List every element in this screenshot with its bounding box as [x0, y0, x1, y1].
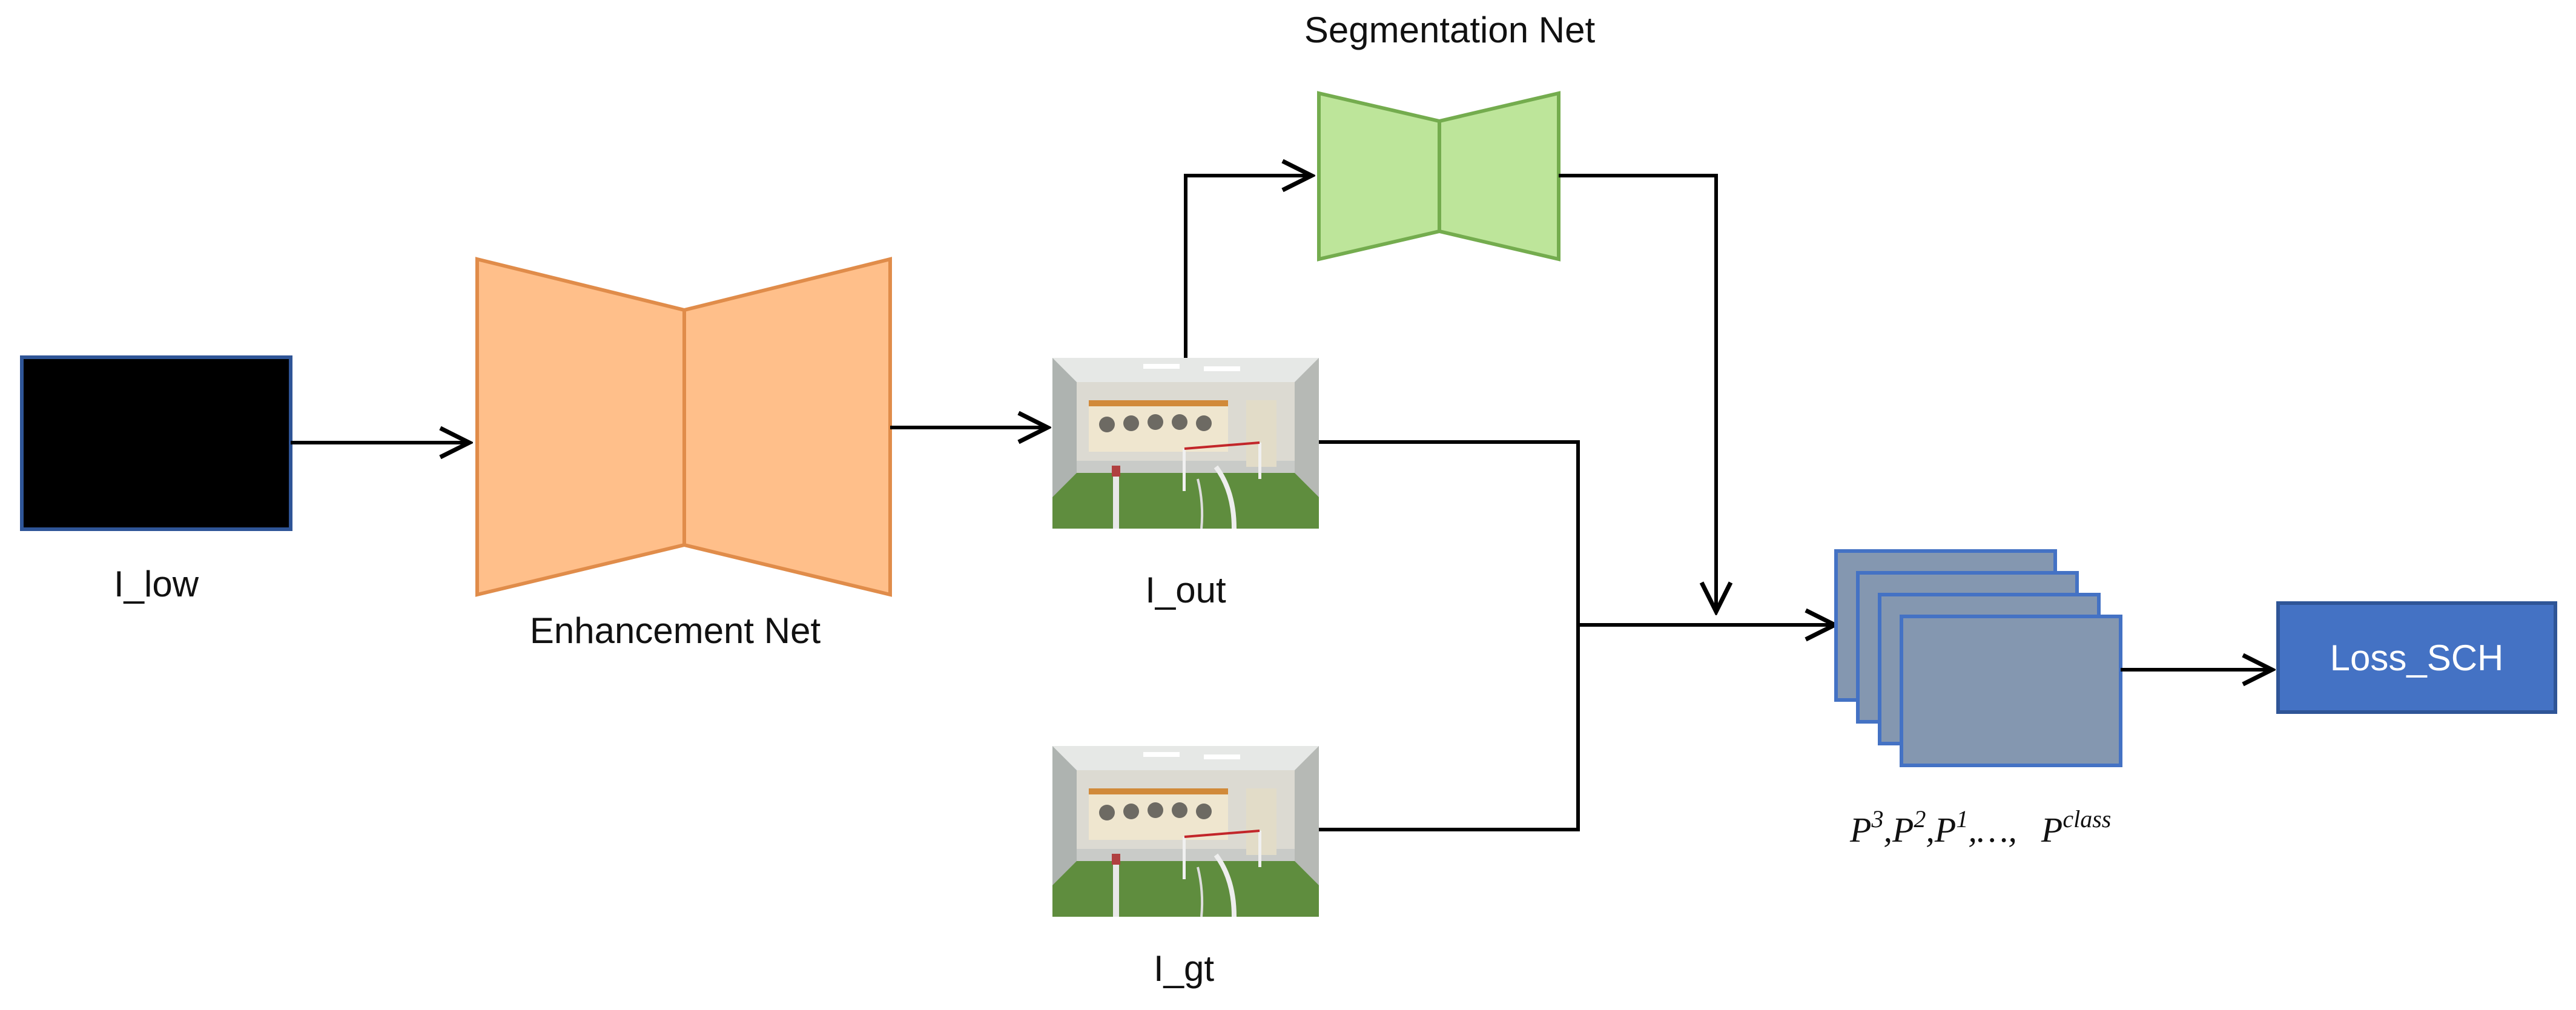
loss-box [2276, 601, 2557, 714]
segmentation-net-label: Segmentation Net [1304, 10, 1596, 50]
ground-truth-image [1052, 746, 1319, 917]
i-low-label: I_low [114, 564, 199, 604]
input-low-light-image [20, 355, 292, 531]
enhancement-net-label: Enhancement Net [530, 610, 821, 651]
feature-maps-label: P3,P2,P1,…,Pclass [1849, 805, 2111, 850]
loss-label: Loss_SCH [2330, 638, 2504, 678]
i-gt-label: I_gt [1154, 948, 1214, 989]
line-output-to-junction [1319, 440, 1580, 625]
feature-map-4 [1900, 615, 2122, 767]
line-gt-to-junction [1319, 625, 1580, 831]
i-out-label: I_out [1145, 570, 1226, 610]
feature-map-stack [1834, 549, 2122, 767]
arrow-output-to-segmentation [1184, 176, 1312, 358]
output-image [1052, 358, 1319, 529]
arrow-segmentation-to-maps [1559, 174, 1716, 612]
